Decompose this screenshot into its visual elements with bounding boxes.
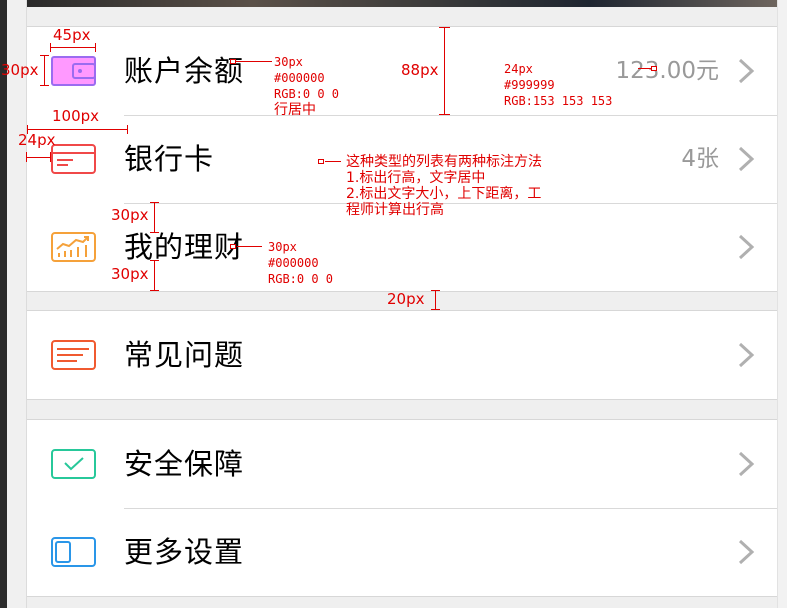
leader-line	[638, 68, 653, 69]
dimension-tick	[431, 290, 440, 291]
list-item-account-balance[interactable]: 账户余额 123.00元	[27, 27, 777, 115]
annotation-label2-hex: #000000	[268, 256, 319, 270]
chevron-right-icon	[738, 342, 755, 368]
annotation-value-size: 24px	[504, 62, 533, 76]
card-count-value: 4张	[681, 146, 719, 172]
leader-marker	[230, 59, 236, 64]
faq-document-icon	[51, 340, 96, 370]
dimension-tick	[40, 85, 49, 86]
chevron-right-icon	[738, 539, 755, 565]
list-item-my-wealth[interactable]: 我的理财	[27, 203, 777, 291]
list-group-help: 常见问题	[27, 310, 777, 400]
dimension-tick	[439, 114, 450, 115]
item-label: 安全保障	[124, 447, 245, 481]
chevron-right-icon	[738, 58, 755, 84]
dimension-line	[154, 260, 155, 290]
item-label: 常见问题	[124, 338, 245, 372]
annotation-method-title: 这种类型的列表有两种标注方法	[346, 154, 542, 170]
annotation-value-rgb: RGB:153 153 153	[504, 94, 613, 108]
chart-trend-icon	[51, 232, 96, 262]
dimension-line	[444, 27, 445, 115]
dimension-tick	[150, 202, 159, 203]
dimension-tick	[26, 152, 27, 162]
item-label: 我的理财	[124, 230, 245, 264]
annotation-label-note: 行居中	[274, 102, 316, 118]
annotation-left-margin: 24px	[18, 131, 56, 149]
annotation-method-line2: 2.标出文字大小，上下距离，工	[346, 186, 542, 202]
annotation-label-rgb: RGB:0 0 0	[274, 87, 340, 101]
annotation-text-offset: 100px	[52, 107, 100, 125]
dimension-tick	[150, 260, 159, 261]
dimension-line	[27, 157, 51, 158]
list-item-bank-card[interactable]: 银行卡 4张	[27, 115, 777, 203]
leader-marker	[318, 159, 324, 164]
leader-line	[237, 246, 262, 247]
dimension-line	[154, 202, 155, 232]
dimension-line	[50, 47, 96, 48]
bank-card-icon	[51, 144, 96, 174]
dimension-tick	[27, 125, 28, 134]
dimension-tick	[50, 43, 51, 52]
list-item-security[interactable]: 安全保障	[27, 420, 777, 508]
settings-panel-icon	[51, 537, 96, 567]
annotation-group-gap: 20px	[387, 290, 425, 308]
chevron-right-icon	[738, 146, 755, 172]
annotation-value-hex: #999999	[504, 78, 555, 92]
list-item-more-settings[interactable]: 更多设置	[27, 508, 777, 596]
wallet-icon	[51, 56, 96, 86]
dimension-line	[44, 55, 45, 86]
annotation-method-line1: 1.标出行高，文字居中	[346, 170, 486, 186]
dimension-tick	[150, 290, 159, 291]
annotation-padding-bottom: 30px	[111, 265, 149, 283]
list-group-settings: 安全保障 更多设置	[27, 419, 777, 597]
dimension-tick	[150, 232, 159, 233]
annotation-icon-width: 45px	[53, 26, 91, 44]
leader-marker	[230, 244, 236, 249]
annotation-padding-top: 30px	[111, 206, 149, 224]
dimension-tick	[95, 43, 96, 52]
shield-check-icon	[51, 449, 96, 479]
leader-line	[236, 61, 272, 62]
list-item-faq[interactable]: 常见问题	[27, 311, 777, 399]
item-label: 更多设置	[124, 535, 245, 569]
chevron-right-icon	[738, 451, 755, 477]
chevron-right-icon	[738, 234, 755, 260]
annotation-label2-size: 30px	[268, 240, 297, 254]
balance-value: 123.00元	[615, 58, 719, 84]
annotation-method-line3: 程师计算出行高	[346, 202, 444, 218]
dimension-tick	[431, 309, 440, 310]
left-gutter	[7, 0, 27, 608]
item-label: 银行卡	[124, 142, 215, 176]
right-scroll-edge	[777, 0, 787, 608]
annotation-label-hex: #000000	[274, 71, 325, 85]
dimension-tick	[40, 55, 49, 56]
leader-line	[325, 161, 341, 162]
dimension-line	[27, 129, 127, 130]
dimension-line	[435, 290, 436, 310]
annotation-label2-rgb: RGB:0 0 0	[268, 272, 334, 286]
annotation-icon-height: 30px	[1, 61, 39, 79]
leader-marker	[651, 66, 657, 71]
annotation-row-height: 88px	[401, 61, 439, 79]
header-image-strip	[27, 0, 777, 7]
dimension-tick	[439, 27, 450, 28]
annotation-label-size: 30px	[274, 55, 303, 69]
dimension-tick	[50, 152, 51, 162]
left-dark-strip	[0, 0, 7, 608]
item-label: 账户余额	[124, 54, 245, 88]
dimension-tick	[127, 125, 128, 134]
